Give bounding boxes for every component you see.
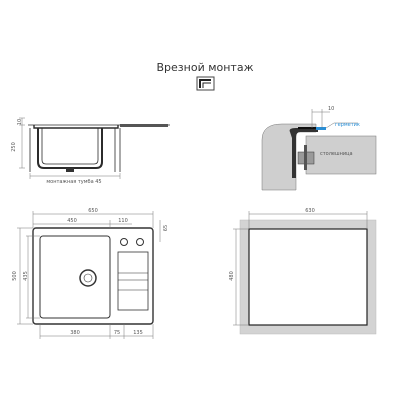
sealant-label: герметик <box>335 122 360 128</box>
top-dim-bowl-width: 450 <box>67 218 77 224</box>
top-dim-bottom-right: 135 <box>133 330 143 336</box>
top-dim-bottom-gap: 75 <box>114 330 120 336</box>
top-dim-height: 500 <box>12 271 18 281</box>
cutout-dim-width: 630 <box>305 208 315 214</box>
side-view: 10 250 монтажная тумба 45 <box>11 117 170 185</box>
top-view: 650 450 110 65 500 435 380 75 135 <box>12 208 169 339</box>
top-dim-width: 650 <box>88 208 98 214</box>
side-caption: монтажная тумба 45 <box>46 179 101 185</box>
flush-mount-icon <box>196 76 215 91</box>
top-dim-bottom-bowl: 380 <box>70 330 80 336</box>
side-dim-depth: 250 <box>11 142 17 152</box>
top-dim-right-offset: 110 <box>118 218 128 224</box>
top-dim-bowl-height: 435 <box>23 271 29 281</box>
side-dim-top: 10 <box>17 119 23 125</box>
countertop-label: столешница <box>320 151 353 157</box>
cutout-dim-height: 480 <box>229 271 235 281</box>
page-title: Врезной монтаж <box>157 61 254 74</box>
sealant-mark <box>316 127 326 130</box>
cutout-view: 630 480 <box>229 208 377 335</box>
detail-view: 10 герметик столешница <box>261 106 377 191</box>
detail-dim-gap: 10 <box>328 106 334 112</box>
top-dim-corner: 65 <box>163 225 169 231</box>
